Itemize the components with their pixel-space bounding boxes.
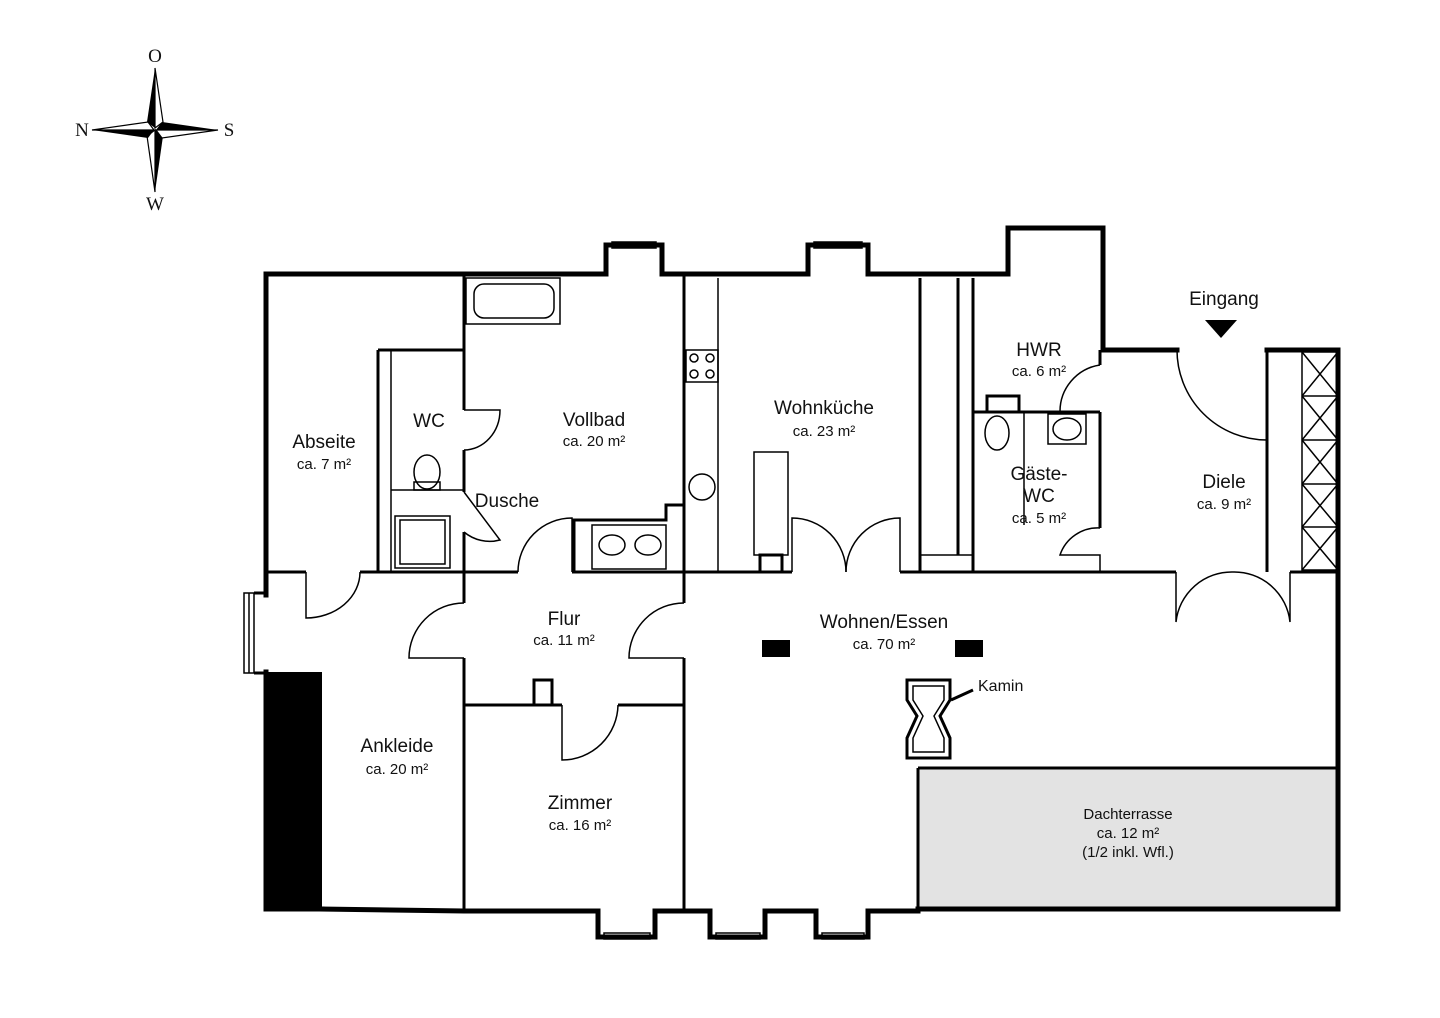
window-west: [243, 591, 266, 675]
entrance-label: Eingang: [1189, 289, 1259, 310]
room-flur-name: Flur: [548, 609, 581, 630]
compass-label-east: O: [148, 46, 162, 67]
fireplace: [905, 678, 974, 760]
room-wohnen-essen-area: ca. 70 m²: [853, 636, 916, 653]
compass-label-south: S: [224, 120, 235, 141]
room-dusche-name: Dusche: [475, 491, 539, 512]
room-zimmer-area: ca. 16 m²: [549, 817, 612, 834]
double-sink: [598, 534, 662, 556]
stove-top: [685, 349, 719, 383]
room-zimmer-name: Zimmer: [548, 793, 613, 814]
room-dachterrasse-area: ca. 12 m²: [1097, 825, 1160, 842]
windows-top: [611, 241, 863, 249]
interior-walls: [266, 274, 1339, 909]
room-flur-area: ca. 11 m²: [533, 632, 594, 649]
room-dachterrasse-note: (1/2 inkl. Wfl.): [1082, 844, 1174, 861]
room-gaeste-wc-area: ca. 5 m²: [1012, 510, 1066, 527]
room-ankleide-name: Ankleide: [361, 736, 434, 757]
exterior-wall-block: [266, 672, 322, 909]
room-wohnen-essen-name: Wohnen/Essen: [820, 612, 949, 633]
room-wohnkueche-name: Wohnküche: [774, 398, 874, 419]
washing-machine: [985, 394, 1021, 414]
bathtub: [465, 277, 561, 325]
room-abseite-name: Abseite: [292, 432, 355, 453]
toilet-guest: [984, 415, 1010, 451]
room-hwr-name: HWR: [1016, 340, 1061, 361]
kitchen-sink: [688, 473, 716, 501]
room-diele-area: ca. 9 m²: [1197, 496, 1251, 513]
room-gaeste-wc-name-line1: Gäste-: [1010, 464, 1067, 485]
shower-tray: [394, 515, 451, 569]
toilet-wc: [413, 454, 441, 491]
compass-rose: O N S W: [75, 46, 234, 215]
columns: [762, 640, 983, 657]
doors: [305, 349, 1291, 761]
compass-label-north: N: [75, 120, 89, 141]
entrance-arrow-icon: [1205, 320, 1237, 338]
guest-sink: [1047, 413, 1087, 445]
room-gaeste-wc-name-line2: WC: [1023, 486, 1055, 507]
room-diele-name: Diele: [1202, 472, 1245, 493]
room-wc-name: WC: [413, 411, 445, 432]
kitchen-island: [753, 451, 789, 574]
terrace-area: [918, 768, 1339, 909]
room-hwr-area: ca. 6 m²: [1012, 363, 1066, 380]
room-abseite-area: ca. 7 m²: [297, 456, 351, 473]
compass-label-west: W: [146, 194, 164, 215]
fireplace-label: Kamin: [978, 678, 1023, 695]
exterior-walls: [263, 225, 1341, 940]
windows-bottom: [603, 932, 865, 940]
room-ankleide-area: ca. 20 m²: [366, 761, 429, 778]
room-dachterrasse-name: Dachterrasse: [1083, 806, 1172, 823]
room-vollbad-area: ca. 20 m²: [563, 433, 626, 450]
room-vollbad-name: Vollbad: [563, 410, 625, 431]
room-wohnkueche-area: ca. 23 m²: [793, 423, 856, 440]
